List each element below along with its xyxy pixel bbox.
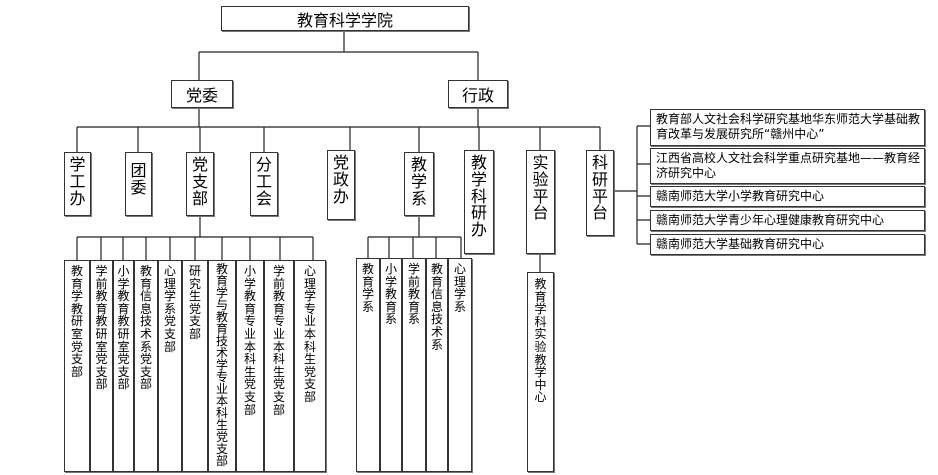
admin-unit: 教学系 <box>404 152 434 216</box>
teaching-department: 小学教育系 <box>380 258 402 472</box>
research-center: 江西省高校人文社会科学重点研究基地——教育经济研究中心 <box>650 148 925 184</box>
research-center-label: 赣南师范大学青少年心理健康教育研究中心 <box>656 213 885 227</box>
admin-unit-label: 教学科研办 <box>470 153 487 240</box>
admin-unit: 科研平台 <box>586 150 614 236</box>
research-center-label: 赣南师范大学基础教育研究中心 <box>656 237 825 251</box>
department-label: 心理学系 <box>453 262 466 314</box>
root-node: 教育科学学院 <box>221 6 469 31</box>
party-branch-label: 学前教育专业本科生党支部 <box>272 264 285 417</box>
research-center-label: 江西省高校人文社会科学重点研究基地——教育经济研究中心 <box>656 151 921 180</box>
party-unit: 党支部 <box>186 152 214 216</box>
root-label: 教育科学学院 <box>296 10 393 30</box>
department-label: 教育学系 <box>361 262 374 314</box>
party-branch: 教育学与教育技术学专业本科生党支部 <box>208 260 236 472</box>
party-branch-label: 教育学与教育技术学专业本科生党支部 <box>215 262 228 468</box>
party-unit-label: 学工办 <box>69 155 86 208</box>
party-unit: 分工会 <box>250 152 278 216</box>
lab-center-label: 教育学科实验教学中心 <box>534 277 547 405</box>
party-branch: 研究生党支部 <box>182 260 208 472</box>
party-unit-label: 党支部 <box>191 155 208 208</box>
party-branch: 教育信息技术系党支部 <box>134 260 158 472</box>
party-unit: 团委 <box>125 152 152 216</box>
party-branch: 小学教育专业本科生党支部 <box>236 260 264 472</box>
administration-node: 行政 <box>448 80 508 108</box>
lab-center: 教育学科实验教学中心 <box>527 272 554 472</box>
teaching-department: 学前教育系 <box>402 258 426 472</box>
admin-unit-label: 科研平台 <box>591 153 608 223</box>
department-label: 学前教育系 <box>407 262 420 327</box>
party-branch: 心理学专业本科生党支部 <box>294 260 326 472</box>
teaching-department: 教育学系 <box>356 258 380 472</box>
admin-unit-label: 教学系 <box>410 155 427 208</box>
party-branch-label: 学前教育教研室党支部 <box>95 264 108 392</box>
department-label: 小学教育系 <box>384 262 397 327</box>
party-branch: 教育学教研室党支部 <box>64 260 90 472</box>
department-label: 教育信息技术系 <box>430 262 443 352</box>
admin-unit: 教学科研办 <box>464 150 494 254</box>
research-center: 教育部人文社会科学研究基地华东师范大学基础教育改革与发展研究所“赣州中心” <box>650 109 925 146</box>
party-branch-label: 心理学系党支部 <box>163 264 176 354</box>
teaching-department: 心理学系 <box>448 258 472 472</box>
party-committee-node: 党委 <box>171 80 233 108</box>
research-center-label: 赣南师范大学小学教育研究中心 <box>656 189 825 203</box>
party-branch-label: 心理学专业本科生党支部 <box>303 264 316 404</box>
party-unit-label: 团委 <box>130 161 147 197</box>
research-center: 赣南师范大学基础教育研究中心 <box>650 234 925 255</box>
party-branch: 学前教育教研室党支部 <box>90 260 113 472</box>
party-branch: 心理学系党支部 <box>158 260 182 472</box>
research-center: 赣南师范大学小学教育研究中心 <box>650 186 925 207</box>
party-branch-label: 小学教育教研室党支部 <box>117 264 130 392</box>
party-unit: 学工办 <box>64 152 91 216</box>
research-center-label: 教育部人文社会科学研究基地华东师范大学基础教育改革与发展研究所“赣州中心” <box>656 112 921 141</box>
teaching-department: 教育信息技术系 <box>426 258 448 472</box>
party-committee-label: 党委 <box>185 86 218 105</box>
party-branch-label: 研究生党支部 <box>188 264 201 341</box>
party-branch-label: 教育信息技术系党支部 <box>139 264 152 392</box>
party-unit-label: 分工会 <box>255 155 272 208</box>
admin-unit-label: 实验平台 <box>532 153 549 223</box>
admin-unit: 实验平台 <box>526 150 555 254</box>
party-branch-label: 小学教育专业本科生党支部 <box>243 264 256 417</box>
research-center: 赣南师范大学青少年心理健康教育研究中心 <box>650 210 925 231</box>
admin-unit: 党政办 <box>327 150 355 220</box>
admin-unit-label: 党政办 <box>332 153 349 206</box>
administration-label: 行政 <box>461 86 494 105</box>
party-branch: 小学教育教研室党支部 <box>113 260 134 472</box>
party-branch: 学前教育专业本科生党支部 <box>264 260 294 472</box>
party-branch-label: 教育学教研室党支部 <box>70 264 83 379</box>
